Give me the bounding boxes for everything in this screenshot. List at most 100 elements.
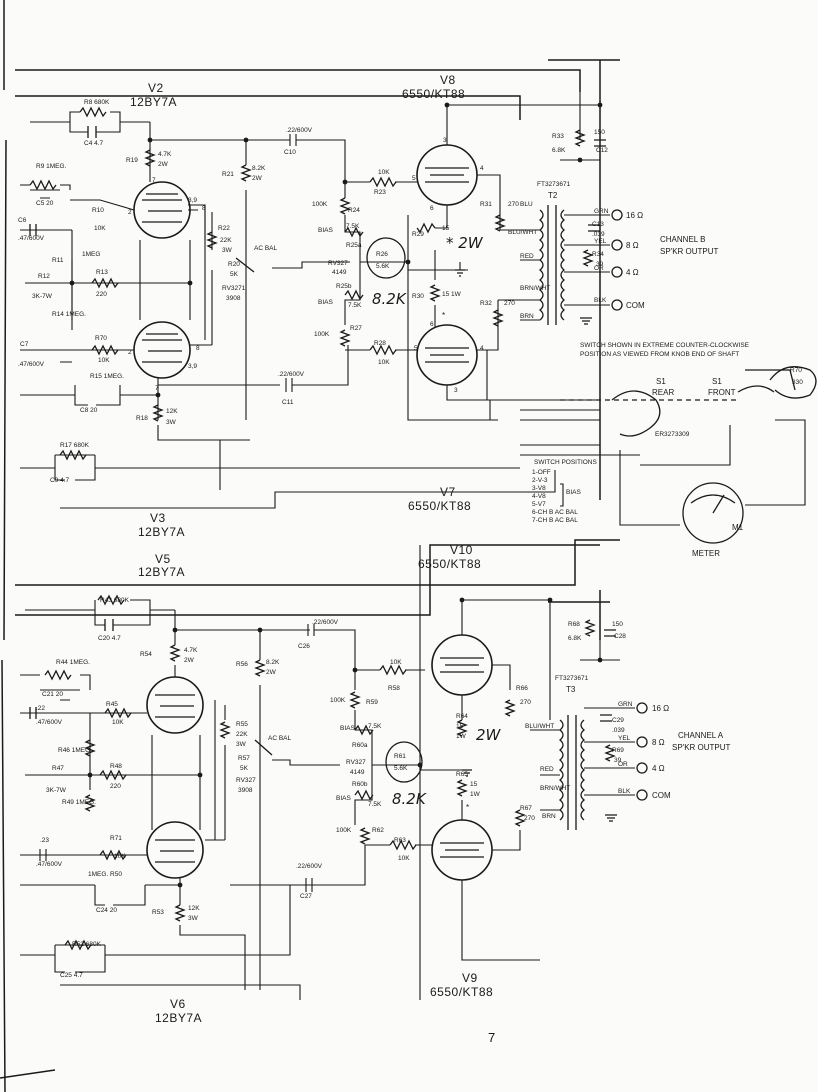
wire-a-yel: YEL [618,735,631,742]
lbl-r11-val: 1MEG [82,251,100,258]
lbl-r24: R24 [348,207,360,214]
lbl-c8: C8 20 [80,407,98,414]
pin-v2-7: 7 [152,177,156,184]
lbl-rv327-b2: 4149 [332,269,347,276]
meter-leads [619,419,806,526]
pin-v8-5: 5 [412,175,416,182]
v8-plate-feed [446,104,600,145]
lbl-r63: R63 [394,837,406,844]
t2-secondary [560,209,566,321]
lbl-r62-val: 100K [336,827,352,834]
lbl-c27: C27 [300,893,312,900]
r26-hand-circle [366,237,406,279]
lbl-r63-val: 10K [398,855,410,862]
lbl-r22-val: 22K [220,237,232,244]
lbl-r20-val: 5K [230,271,239,278]
lbl-r32-val: 270 [504,300,515,307]
r70-fragment-label: R70 [790,367,802,374]
r53-resistor [174,904,186,922]
lbl-r20-part2: 3908 [226,295,241,302]
v8-name: V8 [440,73,456,87]
lbl-r65-w: 1W [470,791,481,798]
lbl-c23: .23 [40,837,49,844]
lbl-c26-val: .22/600V [312,619,339,626]
lbl-c5: C5 20 [36,200,54,207]
lbl-c7: C7 [20,341,29,348]
lbl-r66: R66 [516,685,528,692]
lbl-r29-hand: * 2W [446,234,484,252]
lbl-r65-val: 15 [470,781,478,788]
r20-wiper [272,261,350,269]
t3-part: FT3273671 [555,675,589,682]
lbl-r47-val: 3K-7W [46,787,67,794]
t2-secondary-leads [564,214,610,306]
pin-v2-8: 8 [202,205,206,212]
out-a-4-terminal [636,762,648,774]
switch-pos-5: 5-V7 [532,501,546,508]
lbl-r25b: R25b [336,283,352,290]
lbl-r65-star: * [466,803,469,812]
lbl-c10-val: .22/600V [286,127,313,134]
lbl-r46: R46 1MEG. [58,747,92,754]
lbl-r33-val: 6.8K [552,147,566,154]
lbl-r54: R54 [140,651,152,658]
r28-resistor [369,344,397,356]
v3-bottom-rail [60,470,556,509]
r8-c4-network [30,111,150,133]
out-a-com-terminal [636,789,648,801]
r20-pot [235,257,255,273]
lbl-r58-val: 10K [390,659,402,666]
v6-tube [146,821,204,879]
wire-a-red: RED [540,766,554,773]
bias-rail-b [15,95,521,120]
lbl-r22-w: 3W [222,247,233,254]
r70-fragment [769,366,817,399]
switch-bias-bracket [560,483,564,507]
r50-c24-net [20,878,181,906]
lbl-r62: R62 [372,827,384,834]
r57-wiper [272,759,340,766]
r13-resistor [91,277,119,289]
lbl-r33: R33 [552,133,564,140]
lbl-r56-val: 8.2K [266,659,280,666]
wire-a-or: OR [618,761,628,768]
lbl-r29-val: 15 [442,225,450,232]
lbl-c27-val: .22/600V [296,863,323,870]
lbl-r68: R68 [568,621,580,628]
lbl-acbal-a: AC BAL [268,735,292,742]
page-number: 7 [488,1030,495,1045]
out-a-16-terminal [636,702,648,714]
wire-b-or: OR [594,265,604,272]
v10-name: V10 [450,543,473,557]
r43-resistor [97,594,125,606]
v8-v7-cathode-bus [407,215,498,421]
lbl-r69-val: 39 [614,757,622,764]
lbl-r60b: R60b [352,781,368,788]
r17-resistor [59,449,87,461]
lbl-c29-val: .039 [612,727,625,734]
switch-bias-tag: BIAS [566,489,581,496]
c12-c13-r34 [582,139,606,267]
r46-r49-resistors [84,739,96,812]
lbl-r54-val: 4.7K [184,647,198,654]
lbl-r43: R43 680K [100,597,130,604]
lbl-r18: R18 [136,415,148,422]
r18-ground [157,425,250,490]
r53-ground [179,925,246,990]
v10-plate-feed [461,599,551,720]
lbl-acbal-b: AC BAL [254,245,278,252]
r30-resistor [429,284,441,302]
r47-r48-net [25,700,216,840]
r18-resistor [152,404,164,422]
lbl-r70: R70 [95,335,107,342]
pin-v7-6: 6 [430,321,434,328]
r15-c8-net [20,378,159,420]
meter-ref: M1 [732,523,744,532]
wire-b-yel: YEL [594,238,607,245]
lbl-r29: R29 [412,231,424,238]
pin-v7-5: 5 [414,345,418,352]
lbl-r26: R26 [376,251,388,258]
v2-elements [142,199,182,223]
lbl-r20: R20 [228,261,240,268]
